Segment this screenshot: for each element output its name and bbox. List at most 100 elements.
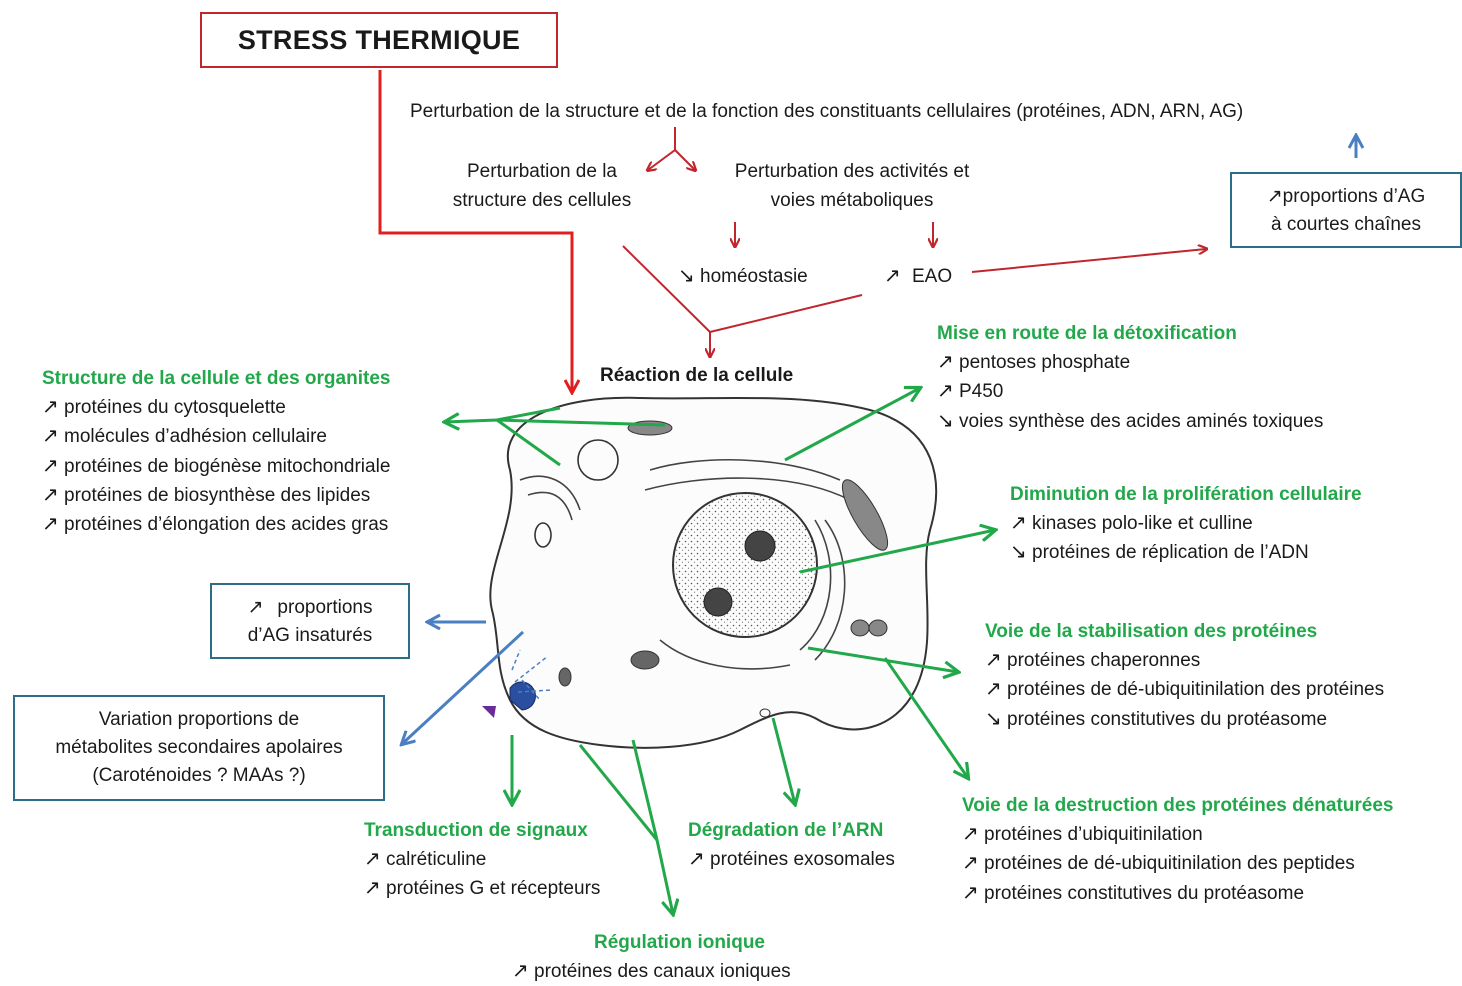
list-item: ↗protéines du cytosquelette <box>42 393 390 422</box>
up-arrow-icon: ↗ <box>42 454 59 477</box>
down-arrow-icon: ↘ <box>1010 541 1027 564</box>
group-transduction: Transduction de signaux ↗calréticuline↗p… <box>364 817 600 904</box>
list-item-text: protéines d’élongation des acides gras <box>64 514 389 536</box>
group-ionique-title: Régulation ionique <box>594 932 765 953</box>
group-ionique: Régulation ionique ↗protéines des canaux… <box>512 929 791 986</box>
ligand-triangle <box>482 706 496 718</box>
group-destruction: Voie de la destruction des protéines dén… <box>962 792 1394 908</box>
list-item: ↗molécules d’adhésion cellulaire <box>42 422 390 451</box>
list-item-text: protéines de biosynthèse des lipides <box>64 484 371 506</box>
group-proliferation-list: ↗kinases polo-like et culline↘protéines … <box>1010 509 1362 568</box>
golgi <box>519 475 581 521</box>
list-item-text: protéines de dé-ubiquitinilation des pep… <box>984 853 1355 875</box>
secondary-line-1: Variation proportions de <box>98 709 300 730</box>
group-detox-list: ↗pentoses phosphate↗P450↘voies synthèse … <box>937 348 1323 436</box>
unsaturated-line-1: ↗proportions <box>212 594 408 622</box>
up-arrow-icon: ↗ <box>42 425 59 448</box>
group-proliferation: Diminution de la prolifération cellulair… <box>1010 481 1362 568</box>
list-item: ↘protéines constitutives du protéasome <box>985 705 1384 734</box>
receptor-protein <box>509 681 536 711</box>
list-item-text: P450 <box>959 381 1004 403</box>
blue-arrows <box>402 136 1356 744</box>
vesicle-5 <box>868 619 888 637</box>
unsaturated-box: ↗proportions d’AG insaturés <box>210 583 410 659</box>
down-arrow-icon: ↘ <box>985 707 1002 730</box>
group-arn-title: Dégradation de l’ARN <box>688 820 884 841</box>
vesicle-3 <box>558 667 572 687</box>
arrow-to-arn <box>771 717 795 804</box>
vesicle-6 <box>759 708 771 718</box>
short-chain-line-2: à courtes chaînes <box>1271 214 1421 235</box>
title-box: STRESS THERMIQUE <box>200 12 558 68</box>
perturbation-structure-line-1: Perturbation de la <box>467 161 617 182</box>
list-item-text: protéines de biogénèse mitochondriale <box>64 455 391 477</box>
arrow-to-secondary <box>402 630 525 744</box>
list-item-text: protéines de réplication de l’ADN <box>1032 542 1309 564</box>
arrow-to-proliferation <box>799 530 995 574</box>
list-item: ↗protéines de biogénèse mitochondriale <box>42 452 390 481</box>
list-item: ↗kinases polo-like et culline <box>1010 509 1362 538</box>
up-arrow-icon: ↗ <box>937 380 954 403</box>
red-arrows <box>378 70 1206 392</box>
group-proliferation-title: Diminution de la prolifération cellulair… <box>1010 484 1362 505</box>
list-item-text: protéines constitutives du protéasome <box>1007 708 1328 730</box>
homeostasie-label: ↘homéostasie <box>678 262 808 291</box>
group-structure: Structure de la cellule et des organites… <box>42 365 390 539</box>
list-item-text: pentoses phosphate <box>959 352 1131 373</box>
line-ionique-a <box>578 744 659 841</box>
perturbation-structure: Perturbation de la structure des cellule… <box>428 157 656 215</box>
list-item: ↘protéines de réplication de l’ADN <box>1010 538 1362 567</box>
down-arrow-icon: ↘ <box>678 265 695 287</box>
group-destruction-title: Voie de la destruction des protéines dén… <box>962 795 1394 816</box>
group-stabilisation-list: ↗protéines chaperonnes↗protéines de dé-u… <box>985 646 1384 734</box>
line-ionique-b <box>631 739 659 841</box>
secondary-line-3: (Caroténoides ? MAAs ?) <box>92 765 306 786</box>
list-item-text: protéines constitutives du protéasome <box>984 882 1305 904</box>
perturbation-main: Perturbation de la structure et de la fo… <box>410 101 1244 122</box>
group-detox-title: Mise en route de la détoxification <box>937 323 1237 344</box>
list-item: ↗calréticuline <box>364 845 600 874</box>
secondary-line-2: métabolites secondaires apolaires <box>55 737 343 758</box>
line-structure-a <box>496 418 561 467</box>
vesicle-1 <box>577 439 619 481</box>
list-item: ↗protéines de biosynthèse des lipides <box>42 481 390 510</box>
list-item-text: protéines du cytosquelette <box>64 397 286 418</box>
group-transduction-title: Transduction de signaux <box>364 820 588 841</box>
up-arrow-icon: ↗ <box>247 597 264 618</box>
list-item-text: protéines de dé-ubiquitinilation des pro… <box>1007 679 1385 701</box>
list-item-text: protéines des canaux ioniques <box>534 961 791 982</box>
list-item: ↗protéines constitutives du protéasome <box>962 879 1394 908</box>
vesicle-4 <box>850 619 870 637</box>
up-arrow-icon: ↗ <box>962 881 979 904</box>
perturbation-activites: Perturbation des activités et voies méta… <box>705 157 999 215</box>
group-stabilisation-title: Voie de la stabilisation des protéines <box>985 621 1318 642</box>
signal-dashed-arrows <box>511 649 553 701</box>
perturbation-structure-line-2: structure des cellules <box>452 190 632 211</box>
perturbation-activites-line-1: Perturbation des activités et <box>734 161 970 182</box>
list-item-text: kinases polo-like et culline <box>1032 513 1253 534</box>
list-item-text: protéines d’ubiquitinilation <box>984 824 1203 845</box>
cell-illustration <box>482 396 938 749</box>
short-chain-box: ↗proportions d’AG à courtes chaînes <box>1230 172 1462 248</box>
group-arn: Dégradation de l’ARN ↗protéines exosomal… <box>688 817 895 874</box>
list-item: ↗protéines de dé-ubiquitinilation des pr… <box>985 675 1384 704</box>
up-arrow-icon: ↗ <box>42 513 59 536</box>
list-item: ↗protéines G et récepteurs <box>364 874 600 903</box>
green-arrows <box>445 388 995 914</box>
up-arrow-icon: ↗ <box>364 848 381 870</box>
homeostasie-text: homéostasie <box>700 266 808 287</box>
nucleolus-1 <box>744 530 776 562</box>
mitochondrion-1 <box>841 479 889 551</box>
group-destruction-list: ↗protéines d’ubiquitinilation↗protéines … <box>962 820 1394 908</box>
list-item: ↗protéines chaperonnes <box>985 646 1384 675</box>
list-item: ↗protéines de dé-ubiquitinilation des pe… <box>962 849 1394 878</box>
list-item-text: protéines G et récepteurs <box>386 878 601 900</box>
list-item-text: protéines exosomales <box>710 849 895 870</box>
up-arrow-icon: ↗ <box>1266 186 1283 207</box>
arrow-to-detox <box>784 388 920 462</box>
title-text: STRESS THERMIQUE <box>237 24 521 55</box>
up-arrow-icon: ↗ <box>884 265 901 287</box>
up-arrow-icon: ↗ <box>962 823 979 845</box>
up-arrow-icon: ↗ <box>985 649 1002 671</box>
